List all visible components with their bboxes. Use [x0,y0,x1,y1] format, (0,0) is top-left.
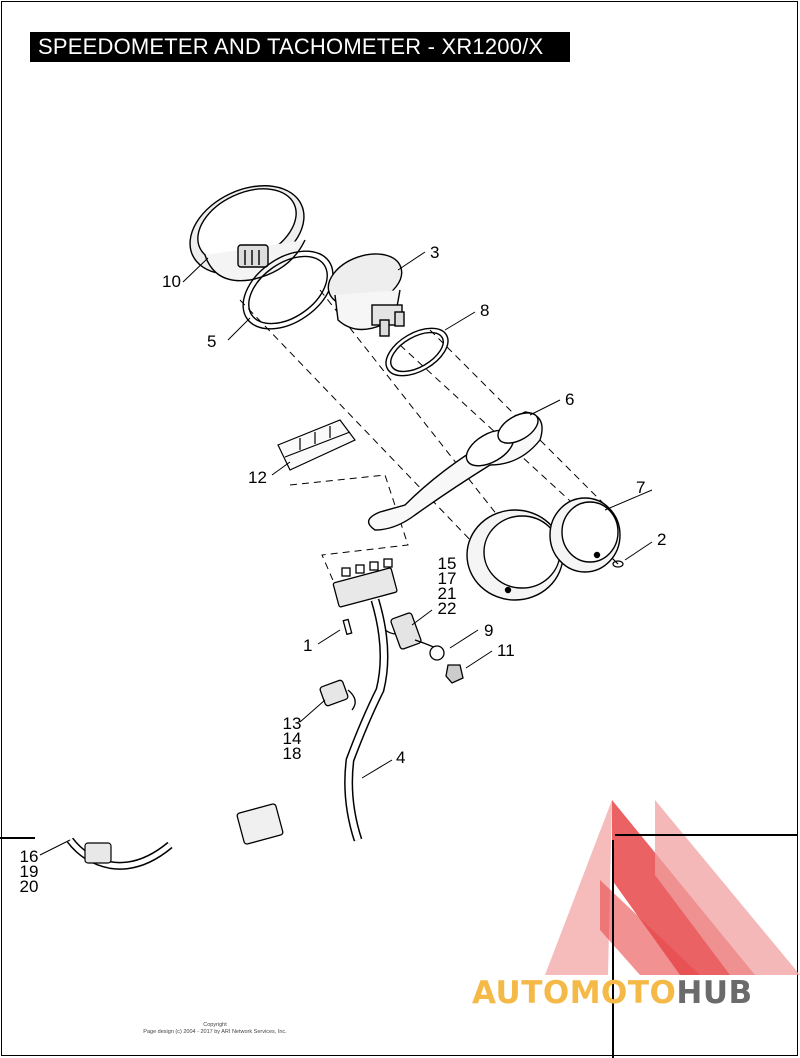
part-12-lens [277,419,356,471]
part-6-bracket [367,411,543,531]
copyright-line-1: Copyright [203,1022,227,1028]
callout-3: 3 [430,243,440,262]
part-16-connector [66,837,173,870]
part-2-screw [611,557,624,568]
leader-lines [39,251,653,856]
callout-group-13: 13 14 18 [281,714,303,763]
callout-5: 5 [207,332,217,351]
part-10-gauge [189,185,306,282]
callout-19: 19 [19,862,39,881]
page-edge-lines [0,834,797,1058]
callout-12: 12 [248,468,267,487]
callout-15: 15 [437,554,457,573]
page-title: SPEEDOMETER AND TACHOMETER - XR1200/X [30,32,570,62]
watermark-text: AUTOMOTOHUB [472,975,753,1011]
callout-group-16: 16 19 20 [18,847,40,896]
callout-1: 1 [303,636,313,655]
callout-4: 4 [396,748,406,767]
copyright-line-2: Page design (c) 2004 - 2017 by ARI Netwo… [143,1029,287,1035]
callout-6: 6 [565,390,575,409]
callout-2: 2 [657,530,667,549]
watermark-part-1: AUTOMOTO [472,975,677,1011]
callout-17: 17 [437,569,457,588]
callout-20: 20 [19,877,39,896]
callout-group-15: 15 17 21 22 [436,554,458,618]
watermark-logo [545,800,800,975]
watermark-part-2: HUB [676,975,753,1011]
callout-22: 22 [437,599,457,618]
callout-8: 8 [480,301,490,320]
callout-9: 9 [484,621,494,640]
part-7-cups [466,497,621,601]
callout-10: 10 [162,272,181,291]
callout-11: 11 [497,641,515,660]
callout-16: 16 [19,847,39,866]
callout-21: 21 [437,584,457,603]
part-4-harness [236,558,464,845]
part-3-gauge [327,253,405,337]
callout-7: 7 [636,478,646,497]
part-8-gasket [385,327,449,377]
callout-13: 13 [282,714,302,733]
callout-18: 18 [282,744,302,763]
callout-14: 14 [282,729,302,748]
part-5-gasket [242,250,334,330]
copyright-notice: Copyright Page design (c) 2004 - 2017 by… [140,1022,290,1036]
